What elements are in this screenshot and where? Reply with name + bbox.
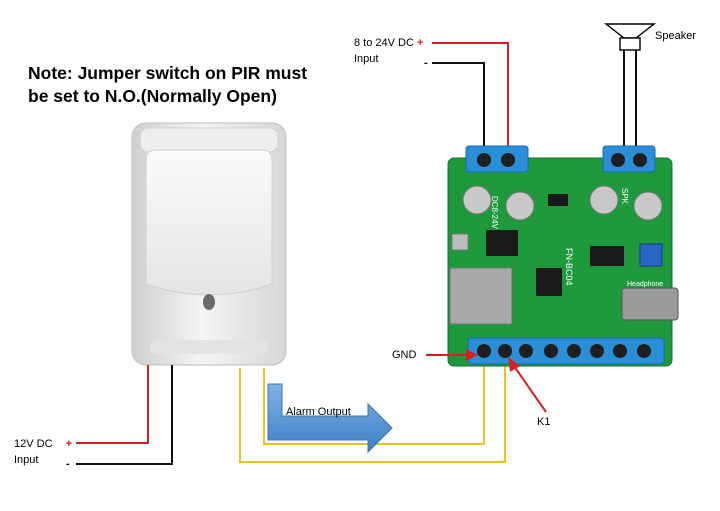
pir-power-minus: - bbox=[66, 458, 70, 470]
board-power-label: DC8-24V bbox=[490, 196, 499, 230]
speaker-icon bbox=[603, 23, 657, 51]
board-power-input-label: Input bbox=[354, 53, 379, 65]
io-terminal-strip bbox=[467, 337, 665, 365]
speaker-label: Speaker bbox=[655, 30, 696, 42]
board-model-label: FN-BC04 bbox=[564, 248, 574, 286]
pir-positive-wire bbox=[76, 365, 149, 444]
board-positive-wire bbox=[432, 42, 509, 160]
potentiometer bbox=[639, 243, 663, 267]
board-power-minus: - bbox=[424, 57, 428, 69]
board-power-voltage: 8 to 24V DC bbox=[354, 37, 414, 49]
board-negative-wire bbox=[432, 62, 485, 160]
board-spk-label: SPK bbox=[620, 188, 629, 205]
headphone-jack bbox=[621, 287, 679, 321]
ic-chip bbox=[486, 230, 518, 256]
power-terminal-block bbox=[465, 145, 529, 173]
alarm-output-arrow bbox=[267, 383, 393, 454]
speaker-terminal-block bbox=[602, 145, 656, 173]
board-power-plus: + bbox=[416, 37, 424, 49]
pointer-arrows bbox=[426, 349, 547, 413]
pir-power-plus: + bbox=[65, 438, 73, 450]
gnd-label: GND bbox=[392, 349, 417, 361]
circuit-board: FN-BC04 DC8-24V SPK Headphone bbox=[447, 145, 679, 367]
k1-arrow bbox=[508, 357, 520, 372]
pir-power-label: 12V DC + bbox=[14, 438, 72, 451]
alarm-output-label: Alarm Output bbox=[286, 406, 351, 418]
pir-led-window bbox=[203, 294, 215, 310]
sd-card-slot bbox=[449, 267, 513, 325]
pir-negative-wire bbox=[76, 365, 173, 465]
wires bbox=[76, 42, 637, 465]
pir-power-voltage: 12V DC bbox=[14, 438, 53, 450]
jumper-note: Note: Jumper switch on PIR must be set t… bbox=[28, 62, 307, 108]
k1-label: K1 bbox=[537, 416, 551, 428]
ic-chip bbox=[536, 268, 562, 296]
board-power-label: 8 to 24V DC + bbox=[354, 37, 423, 50]
jumper-note-line-2: be set to N.O.(Normally Open) bbox=[28, 86, 277, 106]
alarm-wire-1 bbox=[239, 356, 506, 463]
pir-sensor bbox=[131, 122, 287, 366]
gnd-arrow bbox=[466, 349, 478, 361]
ic-chip bbox=[590, 246, 624, 266]
pir-lens bbox=[145, 149, 273, 296]
pir-power-input-label: Input bbox=[14, 454, 39, 466]
jumper-note-line-1: Note: Jumper switch on PIR must bbox=[28, 63, 308, 83]
board-headphone-label: Headphone bbox=[627, 281, 663, 288]
